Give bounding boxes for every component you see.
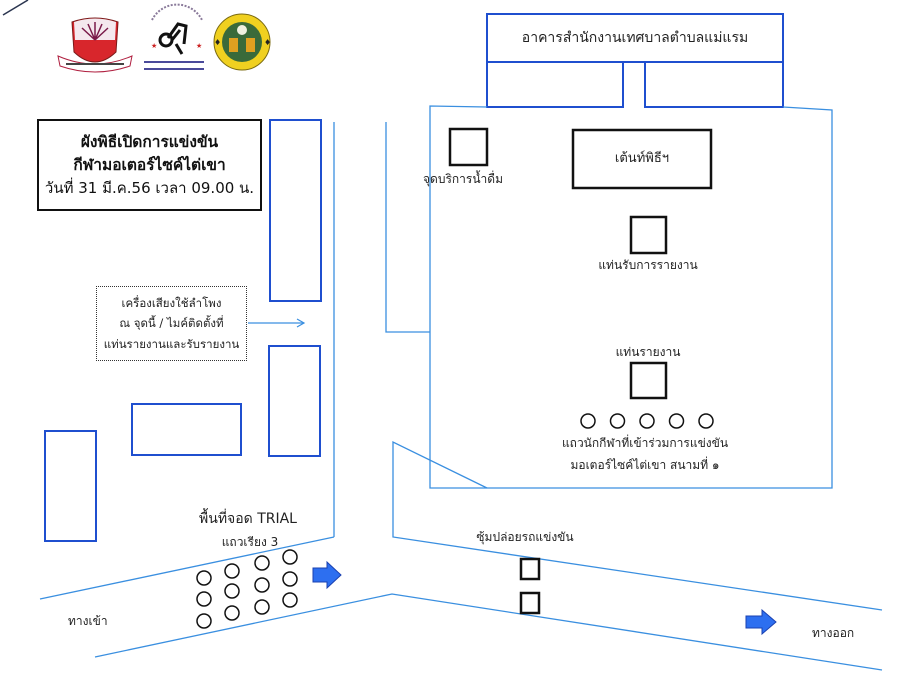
entrance-label: ทางเข้า [68, 614, 108, 628]
drinking-water-station [448, 127, 489, 167]
exit-arrow-icon [745, 608, 777, 636]
left-structure-4 [44, 430, 97, 542]
drinking-water-label: จุดบริการน้ำดื่ม [423, 172, 503, 186]
athletes-label-line-1: แถวนักกีฬาที่เข้าร่วมการแข่งขัน [561, 436, 729, 450]
road-upper-edge [39, 536, 335, 600]
note-line-2: ณ จุดนี้ / ไมค์ติดตั้งที่ [119, 316, 224, 331]
svg-text:★: ★ [151, 42, 157, 50]
title-line-1: ผังพิธีเปิดการแข่งขัน [80, 132, 219, 151]
trial-parking-label: พื้นที่จอด TRIAL [199, 511, 297, 527]
trial-bike-marker [282, 571, 298, 587]
ceremony-tent [571, 128, 713, 190]
note-line-1: เครื่องเสียงใช้ลำโพง [121, 296, 222, 311]
athlete-marker [609, 413, 626, 429]
svg-text:♦: ♦ [214, 38, 221, 47]
trial-rows-label: แถวเรียง 3 [221, 535, 279, 549]
event-date: วันที่ 31 มี.ค.56 เวลา 09.00 น. [44, 179, 255, 197]
trial-bike-marker [282, 549, 298, 565]
ceremony-tent-label: เต้นท์พิธีฯ [614, 151, 670, 166]
exit-label: ทางออก [812, 626, 855, 640]
left-structure-3 [131, 403, 242, 456]
direction-arrow-icon [312, 560, 342, 590]
trial-bike-marker [254, 577, 270, 593]
trial-bike-marker [196, 570, 212, 586]
athlete-marker [580, 413, 596, 429]
athletes-label-line-2: มอเตอร์ไซค์ไต่เขา สนามที่ ๑ [570, 458, 720, 472]
chiang-mai-trial-sports-logo: ★ ★ [144, 3, 204, 70]
trial-bike-marker [254, 599, 270, 615]
association-shield-logo [57, 17, 133, 73]
title-line-2: กีฬามอเตอร์ไซค์ไต่เขา [73, 155, 226, 174]
svg-text:★: ★ [196, 42, 202, 50]
note-line-3: แท่นรายงานและรับรายงาน [103, 336, 240, 351]
ceremony-ground-outline [429, 105, 833, 489]
left-structure-1 [269, 119, 322, 302]
athlete-marker [668, 413, 685, 429]
road-lower-edge [94, 593, 883, 671]
start-area-outline [392, 440, 883, 611]
trial-parking-grid [196, 549, 298, 629]
trial-bike-marker [224, 605, 240, 621]
trial-bike-marker [224, 583, 240, 599]
sound-system-note: เครื่องเสียงใช้ลำโพง ณ จุดนี้ / ไมค์ติดต… [96, 286, 247, 361]
athlete-marker [639, 413, 655, 429]
trial-bike-marker [254, 555, 270, 571]
svg-text:♦: ♦ [264, 38, 271, 47]
start-gate-box [519, 591, 541, 615]
trial-bike-marker [224, 563, 240, 579]
athlete-row [580, 413, 714, 429]
athlete-marker [698, 413, 714, 429]
municipal-building [486, 13, 784, 108]
reporting-podium [629, 361, 668, 400]
note-arrow-icon [248, 318, 306, 328]
start-gate-box [519, 557, 541, 581]
walkway-right-line [385, 122, 430, 333]
trial-bike-marker [282, 592, 298, 608]
corner-mark [2, 0, 29, 16]
left-structure-2 [268, 345, 321, 457]
trial-bike-marker [196, 591, 212, 607]
receiving-podium-label: แท่นรับการรายงาน [598, 258, 698, 272]
event-title-box: ผังพิธีเปิดการแข่งขัน กีฬามอเตอร์ไซค์ไต่… [37, 119, 262, 211]
start-gate-label: ซุ้มปล่อยรถแข่งขัน [476, 530, 574, 544]
building-label: อาคารสำนักงานเทศบาลตำบลแม่แรม [521, 30, 749, 46]
receiving-podium [629, 215, 668, 255]
reporting-podium-label: แท่นรายงาน [615, 345, 681, 359]
trial-bike-marker [196, 613, 212, 629]
municipality-seal-logo: ♦ ♦ [213, 13, 271, 71]
